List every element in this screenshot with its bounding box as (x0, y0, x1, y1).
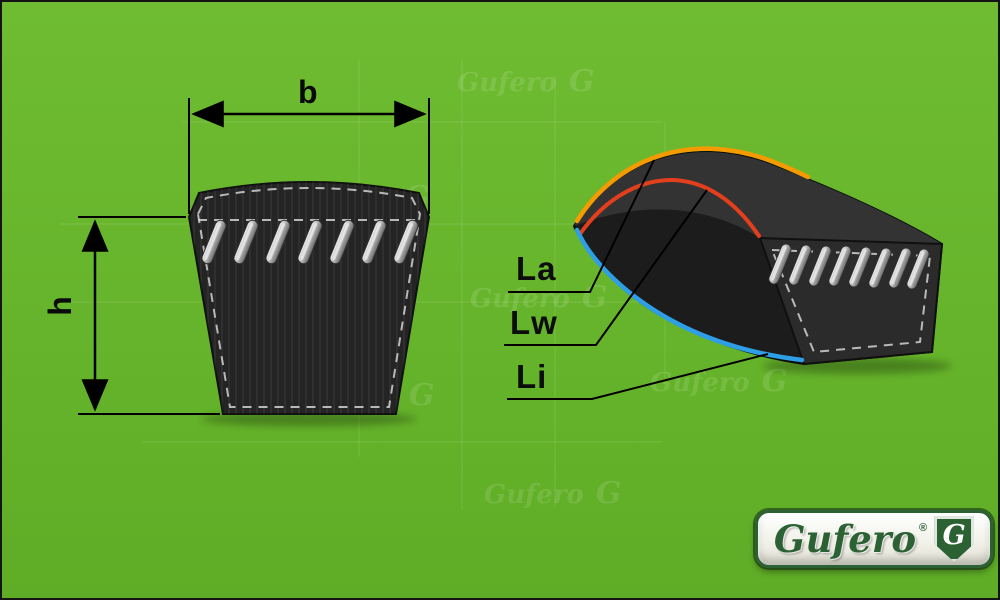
li-leader-line (507, 353, 769, 400)
belt-3d-face-dashed-outline (770, 248, 932, 354)
gufero-logo-text: Gufero (773, 516, 917, 561)
dimension-h (78, 216, 220, 415)
li-label: Li (516, 358, 548, 395)
gufero-monogram: G (942, 519, 966, 551)
gufero-logo: Gufero ® G (755, 510, 993, 568)
belt-cross-section-dashed-outline (196, 187, 422, 408)
li-line (574, 227, 805, 363)
registered-mark: ® (919, 522, 928, 534)
gufero-shield-icon: G (934, 516, 975, 562)
belt-3d-top-surface (574, 151, 942, 244)
lw-line (578, 178, 761, 238)
la-line (574, 146, 811, 224)
width-dimension-label: b (298, 74, 318, 110)
height-dimension-label: h (41, 296, 78, 316)
la-label: La (516, 250, 557, 287)
la-leader-line (508, 159, 655, 293)
lw-label: Lw (510, 304, 558, 341)
lw-leader-line (504, 189, 708, 346)
dimension-b (188, 98, 430, 214)
cross-section-shadow (201, 412, 417, 426)
